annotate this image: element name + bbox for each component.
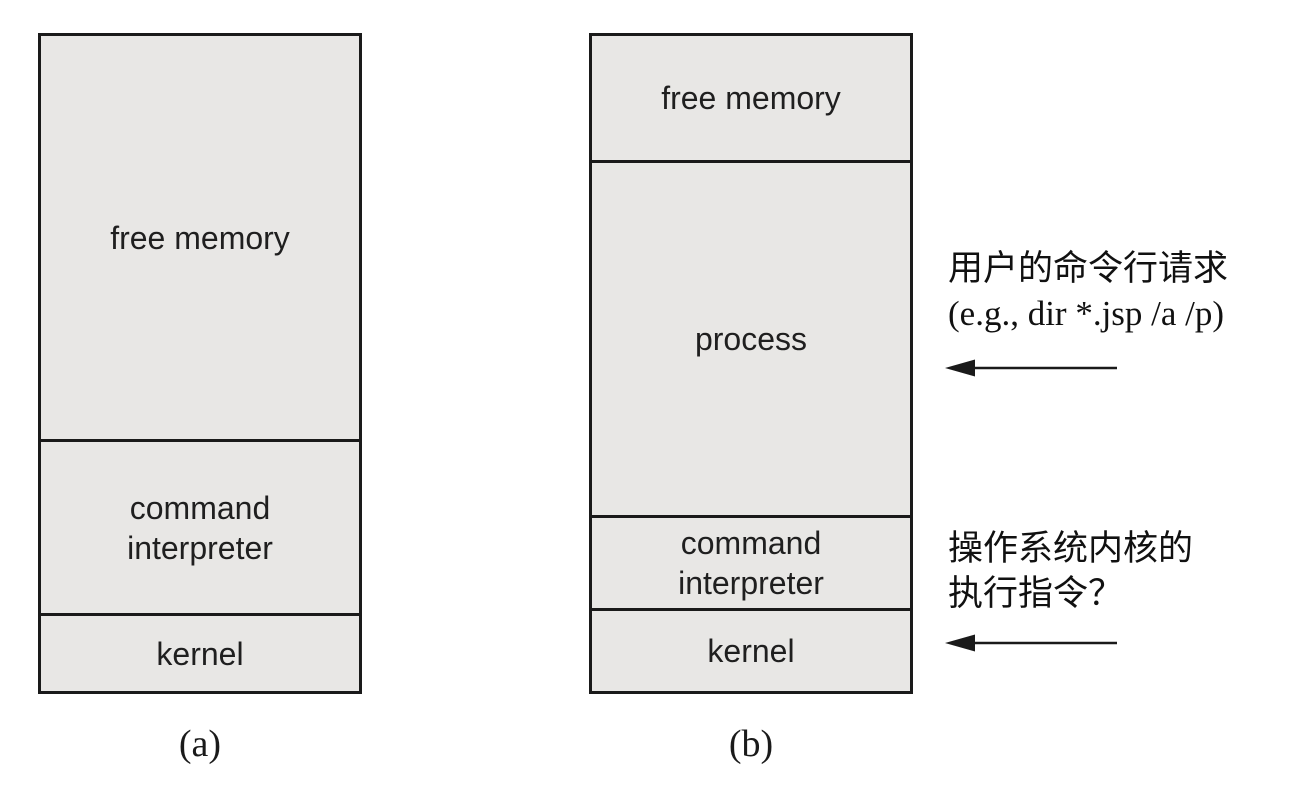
left-arrow-icon xyxy=(945,634,1117,652)
section-process-b: process xyxy=(592,160,910,515)
section-label: free memory xyxy=(110,219,290,256)
section-command-interpreter-a: command interpreter xyxy=(41,439,359,613)
section-kernel-a: kernel xyxy=(41,613,359,691)
annotation-line: 操作系统内核的 xyxy=(948,529,1194,568)
section-command-interpreter-b: command interpreter xyxy=(592,515,910,608)
annotation-user-command-request: 用户的命令行请求 (e.g., dir *.jsp /a /p) xyxy=(948,246,1228,336)
section-label: free memory xyxy=(661,80,841,116)
section-free-memory-a: free memory xyxy=(41,36,359,439)
memory-box-a: free memory command interpreter kernel xyxy=(38,33,362,694)
annotation-line: 用户的命令行请求 xyxy=(948,249,1229,288)
section-label: command interpreter xyxy=(127,489,273,566)
arrow-head xyxy=(945,634,975,652)
annotation-line: 执行指令？ xyxy=(948,574,1124,613)
caption-a: (a) xyxy=(178,723,222,765)
arrow-head xyxy=(945,359,975,377)
section-kernel-b: kernel xyxy=(592,608,910,691)
section-label: process xyxy=(694,321,808,357)
section-label: kernel xyxy=(156,635,244,672)
annotation-line: (e.g., dir *.jsp /a /p) xyxy=(948,294,1225,333)
caption-b: (b) xyxy=(728,723,774,765)
left-arrow-icon xyxy=(945,359,1117,377)
annotation-kernel-instruction: 操作系统内核的 执行指令？ xyxy=(948,526,1193,616)
section-label: command interpreter xyxy=(678,525,824,601)
memory-box-b: free memory process command interpreter … xyxy=(589,33,913,694)
section-label: kernel xyxy=(707,633,795,669)
section-free-memory-b: free memory xyxy=(592,36,910,160)
